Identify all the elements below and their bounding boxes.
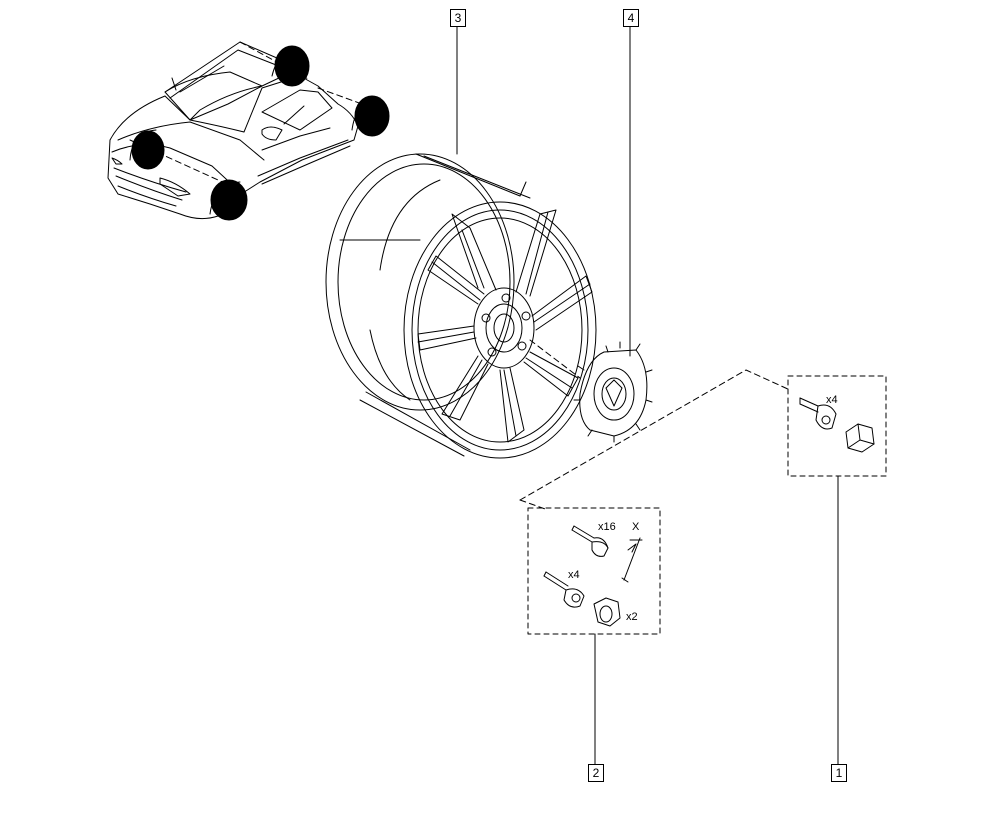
qty-nut-x2: x2 <box>626 611 638 623</box>
dimension-x-label: X <box>632 521 640 533</box>
car-illustration <box>107 41 390 221</box>
nut-set <box>787 375 887 477</box>
callout-center-cap: 4 <box>623 9 639 27</box>
bolt-set <box>527 507 661 635</box>
qty-bolt-x16: x16 <box>598 521 616 533</box>
callout-bolt-set: 2 <box>588 764 604 782</box>
leader-lines <box>456 25 839 765</box>
alloy-wheel <box>325 153 597 459</box>
callout-nut-set: 1 <box>831 764 847 782</box>
qty-bolt-x4: x4 <box>568 569 580 581</box>
center-cap <box>573 341 653 443</box>
qty-nut-set-x4: x4 <box>826 394 838 406</box>
callout-wheel: 3 <box>450 9 466 27</box>
